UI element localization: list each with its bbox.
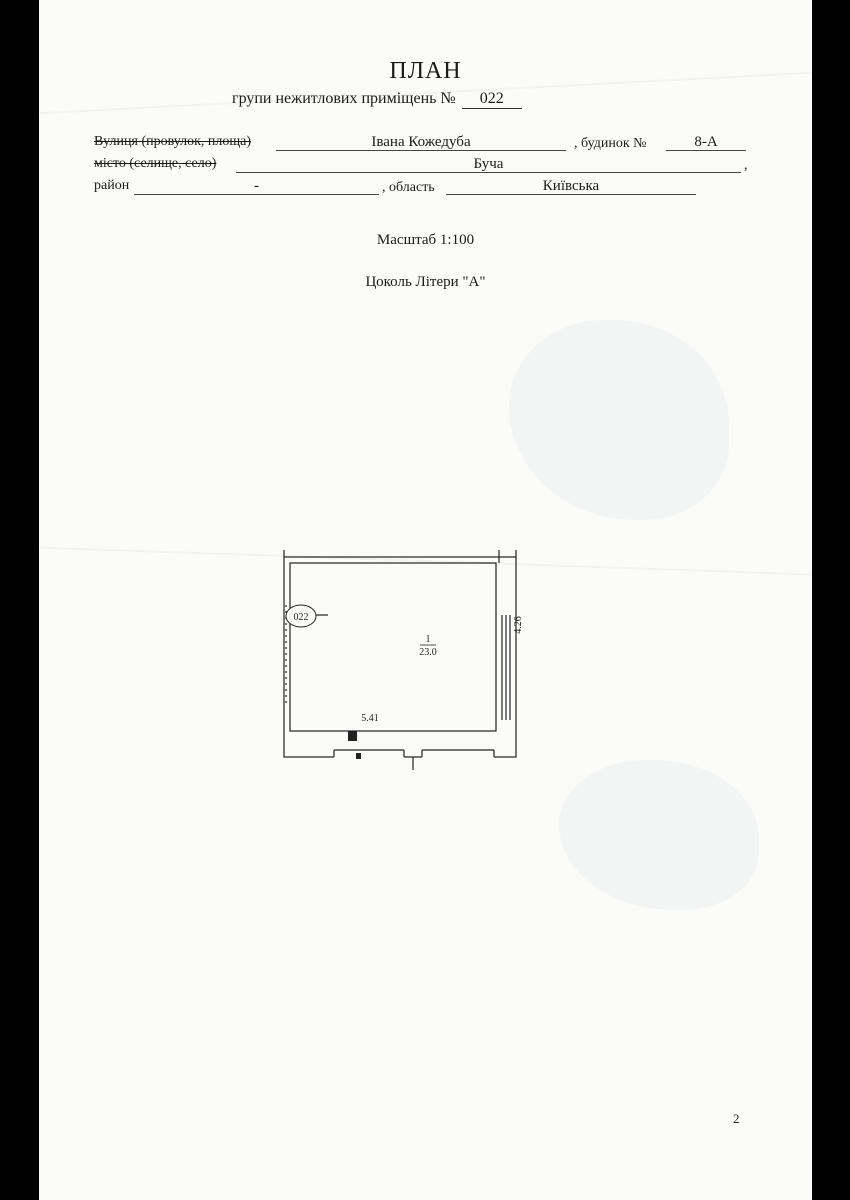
city-end: ,	[744, 158, 748, 173]
depth-dimension: 4.26	[513, 616, 524, 634]
page-subtitle: групи нежитлових приміщень № 022	[232, 90, 522, 109]
subtitle-prefix: групи нежитлових приміщень №	[232, 90, 456, 107]
city-row: місто (селище, село) Буча ,	[94, 156, 754, 176]
paper-stain	[559, 760, 759, 910]
inner-wall-outline	[289, 562, 497, 732]
column-block-small	[356, 753, 361, 759]
region-label: , область	[382, 180, 435, 195]
right-window	[501, 615, 511, 720]
scale-label: Масштаб 1:100	[376, 232, 475, 248]
street-row: Вулиця (провулок, площа) Івана Кожедуба …	[94, 134, 754, 154]
page-number: 2	[733, 1111, 740, 1126]
width-dimension: 5.41	[361, 713, 379, 724]
group-number: 022	[461, 90, 522, 109]
house-value: 8-А	[666, 134, 746, 151]
district-row: район - , область Київська	[94, 178, 754, 198]
room-number: 1	[426, 634, 431, 645]
floor-plan: 022 1 23.0 5.41 4.26	[283, 550, 524, 770]
district-label: район	[94, 178, 130, 193]
city-value: Буча	[236, 156, 741, 173]
document-page: ПЛАН групи нежитлових приміщень № 022 Вул…	[39, 0, 812, 1200]
group-marker-label: 022	[294, 612, 309, 623]
group-marker-circle	[285, 604, 317, 628]
page-title: ПЛАН	[389, 58, 462, 84]
room-area: 23.0	[419, 647, 437, 658]
street-label: Вулиця (провулок, площа)	[94, 134, 252, 149]
region-value: Київська	[446, 178, 696, 195]
city-label: місто (селище, село)	[94, 156, 217, 171]
district-value: -	[134, 178, 379, 195]
street-value: Івана Кожедуба	[276, 134, 566, 151]
floor-label: Цоколь Літери "А"	[365, 274, 486, 290]
column-block	[348, 731, 357, 741]
wall-outline	[283, 556, 517, 758]
paper-stain	[509, 320, 729, 520]
house-label: , будинок №	[574, 136, 647, 151]
